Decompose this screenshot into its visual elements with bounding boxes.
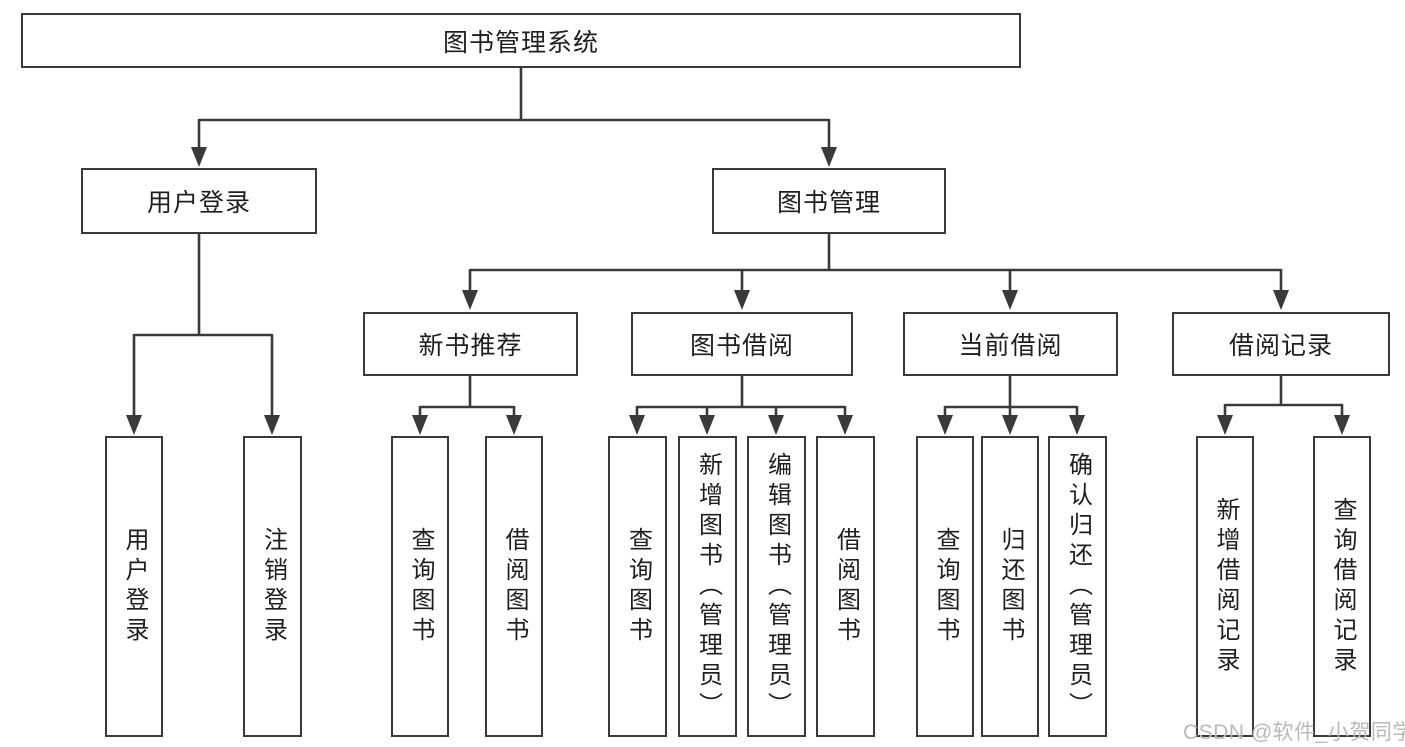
connector-borrowing-records <box>1217 376 1350 435</box>
node-borrowing-records: 借阅记录 <box>1172 312 1390 376</box>
node-book-borrowing-label: 图书借阅 <box>689 332 794 360</box>
node-book-borrowing: 图书借阅 <box>631 312 853 376</box>
leaf-recommend-borrow-books-label: 借阅图书 <box>501 526 528 647</box>
leaf-borrowing-query-books-label: 查询图书 <box>624 526 652 647</box>
leaf-borrowing-edit-books-admin-label: 编辑图书（管理员） <box>763 451 791 722</box>
leaf-borrowing-add-books-admin: 新增图书（管理员） <box>678 436 737 737</box>
node-book-management-label: 图书管理 <box>776 189 881 217</box>
node-new-book-recommend-label: 新书推荐 <box>418 332 523 360</box>
node-current-borrowing-label: 当前借阅 <box>958 332 1063 360</box>
node-borrowing-records-label: 借阅记录 <box>1228 332 1333 360</box>
leaf-records-query-record-label: 查询借阅记录 <box>1329 496 1356 677</box>
leaf-logout-label: 注销登录 <box>259 526 287 647</box>
leaf-current-return-books: 归还图书 <box>981 436 1039 737</box>
node-library-system: 图书管理系统 <box>21 13 1021 68</box>
leaf-borrowing-edit-books-admin: 编辑图书（管理员） <box>747 436 806 737</box>
connector-current-borrowing <box>937 376 1085 435</box>
node-user-login: 用户登录 <box>81 168 317 234</box>
leaf-current-confirm-return-admin: 确认归还（管理员） <box>1048 436 1107 737</box>
node-current-borrowing: 当前借阅 <box>903 312 1118 376</box>
node-user-login-label: 用户登录 <box>146 189 251 217</box>
leaf-current-confirm-return-admin-label: 确认归还（管理员） <box>1064 451 1092 722</box>
connector-new-book-recommend <box>412 376 522 435</box>
node-library-system-label: 图书管理系统 <box>442 28 599 57</box>
csdn-watermark: CSDN @软件_小贺同学 <box>1183 721 1405 744</box>
leaf-borrowing-query-books: 查询图书 <box>608 436 667 737</box>
leaf-records-add-record: 新增借阅记录 <box>1196 436 1254 737</box>
leaf-recommend-query-books: 查询图书 <box>391 436 449 737</box>
leaf-recommend-borrow-books: 借阅图书 <box>485 436 543 737</box>
leaf-borrowing-borrow-books: 借阅图书 <box>816 436 875 737</box>
leaf-borrowing-borrow-books-label: 借阅图书 <box>832 526 860 647</box>
connector-user-login <box>126 234 280 435</box>
leaf-current-query-books-label: 查询图书 <box>932 526 959 647</box>
node-book-management: 图书管理 <box>712 168 946 234</box>
leaf-current-query-books: 查询图书 <box>916 436 974 737</box>
connector-book-management <box>462 234 1289 310</box>
leaf-records-add-record-label: 新增借阅记录 <box>1212 496 1239 677</box>
connector-book-borrowing <box>629 376 853 435</box>
leaf-user-login-label: 用户登录 <box>121 526 148 647</box>
leaf-records-query-record: 查询借阅记录 <box>1313 436 1371 737</box>
connector-root <box>191 68 837 167</box>
leaf-user-login: 用户登录 <box>105 436 163 737</box>
leaf-logout: 注销登录 <box>243 436 302 737</box>
node-new-book-recommend: 新书推荐 <box>363 312 578 376</box>
leaf-borrowing-add-books-admin-label: 新增图书（管理员） <box>694 451 722 722</box>
leaf-current-return-books-label: 归还图书 <box>997 526 1024 647</box>
leaf-recommend-query-books-label: 查询图书 <box>407 526 434 647</box>
